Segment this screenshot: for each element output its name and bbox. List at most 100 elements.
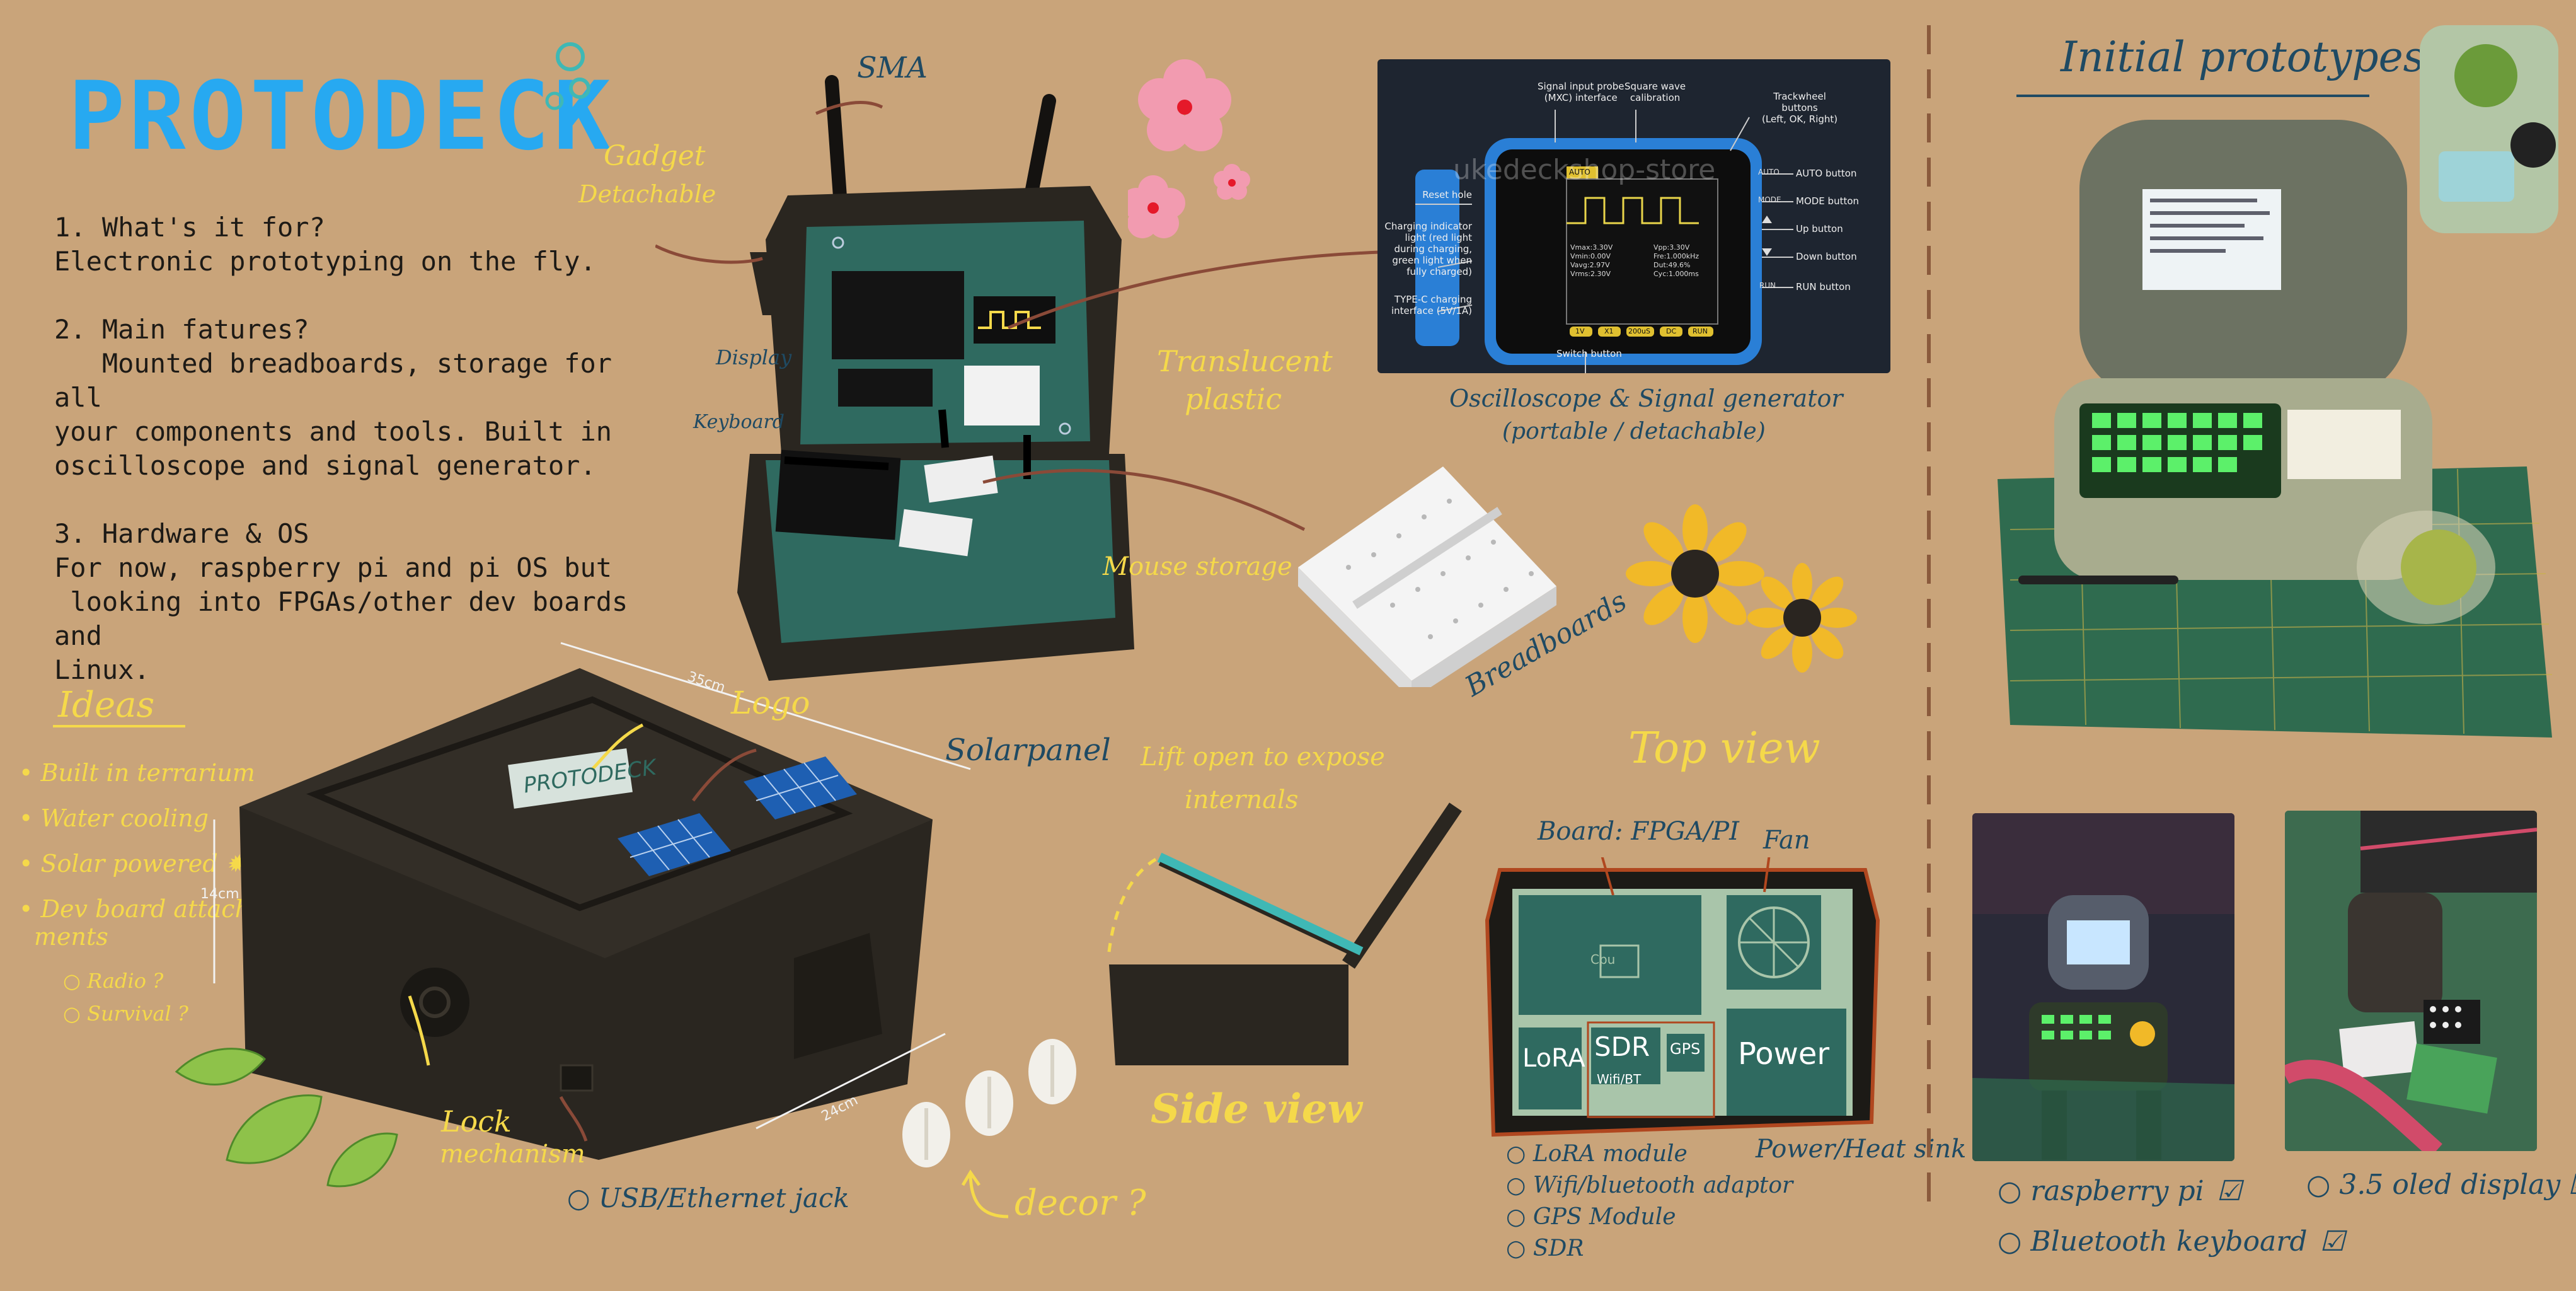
sunflowers-decoration — [1626, 504, 1857, 673]
osc-watermark: ukedeckshop-store — [1453, 154, 1716, 186]
keyboard-label: Keyboard — [693, 411, 785, 433]
shells-decoration — [902, 1039, 1076, 1167]
checklist-item: ○ 3.5 oled display☑ — [2306, 1160, 2576, 1210]
osc-chip-4: DC — [1666, 327, 1677, 335]
solarpanel-label: Solarpanel — [945, 732, 1111, 768]
ideas-underline — [53, 725, 185, 727]
gadget-label: Gadget — [604, 140, 706, 172]
idea-item: ments — [34, 923, 108, 951]
prototype-checklist-left: ○ raspberry pi☑ ○ Bluetooth keyboard☑ — [1998, 1166, 2345, 1267]
idea-sub-item: ○ Radio ? — [63, 969, 164, 993]
lock-label-1: Lock — [441, 1104, 512, 1138]
top-view-cpu: Cpu — [1590, 952, 1616, 967]
translucent-label-2: plastic — [1185, 382, 1282, 416]
a3-l2: looking into FPGAs/other dev boards and — [54, 586, 644, 651]
top-view-sketch — [1485, 857, 1880, 1137]
a3-l3: Linux. — [54, 654, 150, 685]
osc-run: RUN button — [1796, 281, 1851, 292]
prototypes-heading: Initial prototypes — [2061, 33, 2425, 81]
prototype-checklist-right: ○ 3.5 oled display☑ — [2306, 1160, 2576, 1210]
idea-item: • Water cooling — [19, 804, 209, 832]
osc-screen-auto: AUTO — [1569, 168, 1590, 177]
osc-chip-1: 1V — [1575, 327, 1585, 335]
breadboard-sketch — [1298, 466, 1556, 687]
section-divider — [1927, 25, 1931, 1210]
side-view-title: Side view — [1151, 1085, 1362, 1133]
top-view-wifi: Wifi/BT — [1597, 1072, 1642, 1087]
a3-l1: For now, raspberry pi and pi OS but — [54, 552, 612, 583]
check-icon: ☑ — [2568, 1169, 2576, 1201]
osc-chip-2: X1 — [1604, 327, 1614, 335]
top-view-gps: GPS — [1670, 1040, 1701, 1058]
lock-label-2: mechanism — [440, 1140, 585, 1169]
oscilloscope-caption-2: (portable / detachable) — [1502, 419, 1766, 444]
osc-reset-hole: Reset hole — [1422, 189, 1472, 200]
side-view-note-1: Lift open to expose — [1141, 743, 1385, 772]
flowers-decoration — [1128, 59, 1250, 238]
q1: 1. What's it for? — [54, 212, 325, 243]
top-view-power-label: Power/Heat sink — [1756, 1135, 1967, 1164]
prototype-photo-lit — [1972, 813, 2234, 1161]
oscilloscope-caption-1: Oscilloscope & Signal generator — [1449, 385, 1843, 412]
top-view-board-label: Board: FPGA/PI — [1538, 817, 1739, 846]
top-view-modules: ○ LoRA module ○ Wifi/bluetooth adaptor ○… — [1506, 1138, 1793, 1265]
page-title: PROTODECK — [68, 62, 614, 171]
translucent-label-1: Translucent — [1157, 344, 1333, 378]
a1: Electronic prototyping on the fly. — [54, 246, 596, 277]
oscilloscope-photo: ukedeckshop-store Signal input probe(MXC… — [1377, 59, 1890, 373]
osc-switch: Switch button — [1556, 348, 1622, 359]
idea-item: • Dev board attach- — [19, 895, 258, 923]
ideas-sub-list: ○ Radio ? ○ Survival ? — [63, 964, 188, 1030]
detachable-label: Detachable — [578, 180, 716, 208]
side-view-sketch — [1107, 802, 1462, 1065]
osc-mode: MODE button — [1796, 195, 1860, 207]
module-item: ○ Wifi/bluetooth adaptor — [1506, 1172, 1793, 1198]
prototype-main-photo — [1985, 25, 2576, 738]
osc-chip-3: 200uS — [1628, 327, 1650, 335]
module-item: ○ LoRA module — [1506, 1141, 1688, 1167]
leaves-decoration — [175, 1048, 398, 1188]
decor-arrow — [961, 1169, 1009, 1219]
bubbles-decoration — [545, 42, 590, 110]
top-view-sdr: SDR — [1594, 1031, 1650, 1062]
checklist-item: ○ Bluetooth keyboard☑ — [1998, 1225, 2345, 1258]
prototypes-underline — [2016, 95, 2369, 97]
top-view-title: Top view — [1628, 724, 1820, 773]
a2-l2: your components and tools. Built in — [54, 416, 612, 447]
top-view-power: Power — [1738, 1036, 1830, 1072]
ideas-heading: Ideas — [58, 685, 155, 726]
open-device-sketch — [655, 75, 1381, 681]
check-icon: ☑ — [2216, 1175, 2242, 1207]
intro-text: 1. What's it for? Electronic prototyping… — [54, 211, 659, 687]
osc-chip-5: RUN — [1693, 327, 1708, 335]
osc-down: Down button — [1796, 251, 1857, 262]
osc-signal-probe: Signal input probe(MXC) interface — [1538, 81, 1624, 103]
osc-key-auto: AUTO — [1758, 168, 1780, 177]
ideas-list: • Built in terrarium • Water cooling • S… — [19, 750, 258, 959]
usb-label: ○ USB/Ethernet jack — [567, 1183, 849, 1213]
osc-auto: AUTO button — [1796, 168, 1857, 179]
idea-item: • Built in terrarium — [19, 759, 255, 787]
checklist-item: ○ raspberry pi☑ — [1998, 1175, 2242, 1207]
logo-label: Logo — [731, 685, 810, 721]
module-item: ○ GPS Module — [1506, 1204, 1676, 1230]
q2: 2. Main fatures? — [54, 314, 309, 345]
display-label: Display — [716, 345, 792, 369]
sma-label: SMA — [857, 50, 928, 84]
check-icon: ☑ — [2320, 1225, 2345, 1258]
closed-case-sketch — [213, 642, 971, 1160]
top-view-fan-label: Fan — [1763, 826, 1810, 855]
mouse-storage-label: Mouse storage — [1103, 552, 1292, 581]
osc-key-mode: MODE — [1758, 195, 1781, 204]
osc-up: Up button — [1796, 223, 1843, 234]
idea-sub-item: ○ Survival ? — [63, 1002, 188, 1026]
prototype-photo-parts — [2285, 811, 2537, 1151]
a2-l3: oscilloscope and signal generator. — [54, 450, 596, 481]
module-item: ○ SDR — [1506, 1236, 1584, 1261]
